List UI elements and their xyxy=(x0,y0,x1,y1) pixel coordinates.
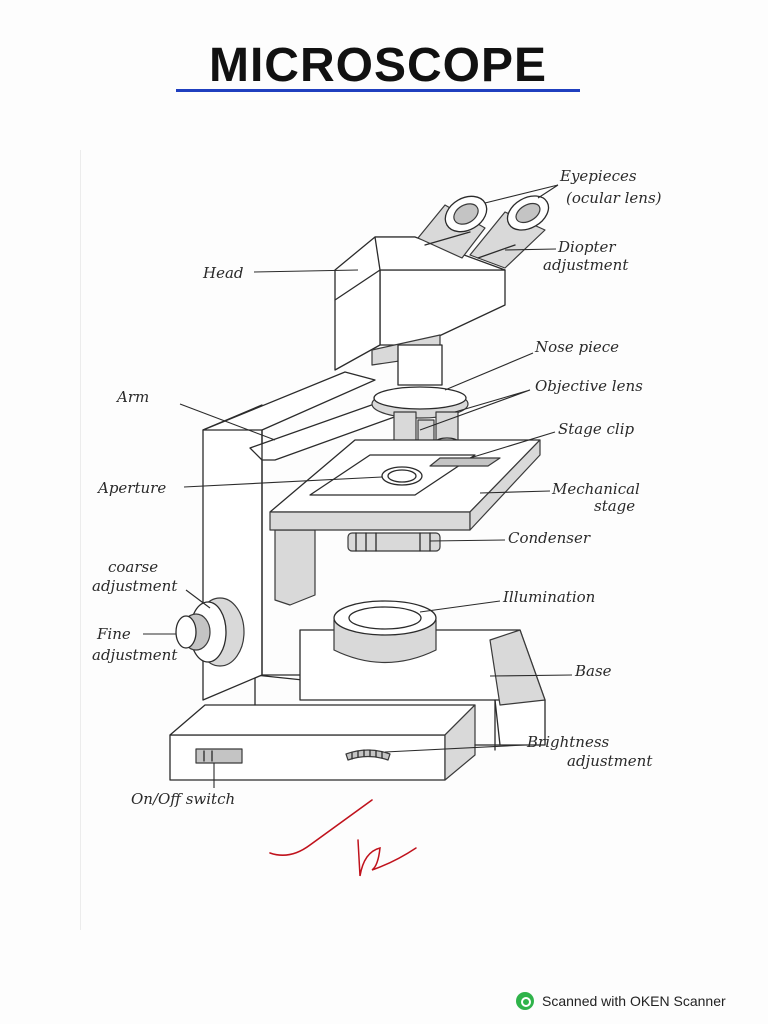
label-condenser: Condenser xyxy=(508,529,591,547)
page-title: MICROSCOPE xyxy=(208,39,548,92)
label-head: Head xyxy=(202,264,244,282)
leader-lines xyxy=(143,184,573,788)
label-arm: Arm xyxy=(115,388,149,406)
nosepiece-drawing xyxy=(371,344,469,419)
label-eyepieces: Eyepieces xyxy=(559,167,637,185)
label-nose-piece: Nose piece xyxy=(534,338,619,356)
focus-knobs-drawing xyxy=(175,597,245,667)
stage-drawing xyxy=(269,439,541,531)
label-brightness-adjustment: Brightness xyxy=(526,733,610,751)
scanner-footer-text: Scanned with OKEN Scanner xyxy=(542,993,726,1009)
label-fine-adjustment: Fine xyxy=(96,625,131,643)
label-coarse-adjustment: coarse xyxy=(108,558,158,576)
label-stage-clip: Stage clip xyxy=(558,420,634,438)
condenser-drawing xyxy=(347,532,441,552)
paper-margin-line xyxy=(80,150,81,930)
handwritten-signature xyxy=(269,799,417,877)
brightness-wheel-drawing xyxy=(345,749,391,761)
label-base: Base xyxy=(574,662,612,680)
label-illumination: Illumination xyxy=(502,588,595,606)
label-diopter: Diopter xyxy=(557,238,616,256)
illuminator-drawing xyxy=(333,600,437,663)
label-fine-adjustment-line2: adjustment xyxy=(92,646,178,664)
title-underline xyxy=(176,89,580,92)
label-brightness-adjustment-line2: adjustment xyxy=(567,752,653,770)
label-diopter-line2: adjustment xyxy=(543,256,629,274)
label-aperture: Aperture xyxy=(96,479,166,497)
on-off-switch-drawing xyxy=(195,748,243,764)
label-eyepieces-line2: (ocular lens) xyxy=(566,189,662,207)
label-coarse-adjustment-line2: adjustment xyxy=(92,577,178,595)
label-objective-lens: Objective lens xyxy=(535,377,643,395)
scanner-footer: Scanned with OKEN Scanner xyxy=(516,990,726,1012)
scanner-logo-icon xyxy=(516,992,534,1010)
label-mechanical-stage: Mechanical xyxy=(551,480,640,498)
label-mechanical-stage-line2: stage xyxy=(594,497,635,515)
head-drawing xyxy=(334,236,506,371)
label-on-off-switch: On/Off switch xyxy=(131,790,235,808)
